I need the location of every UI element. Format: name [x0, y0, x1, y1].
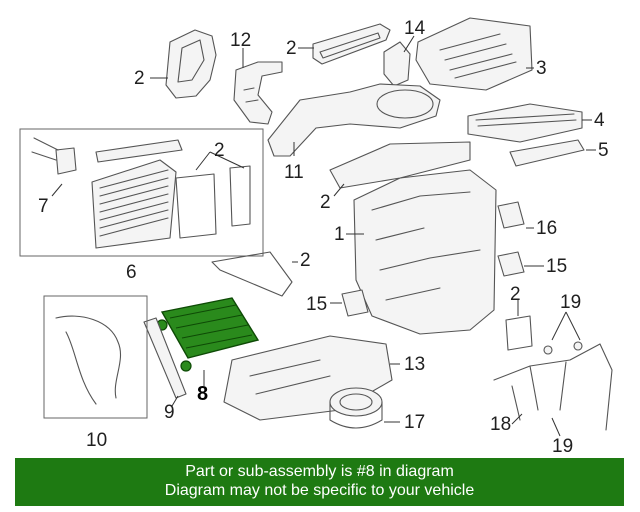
callout-13: 13 — [404, 354, 425, 375]
banner-line-2: Diagram may not be specific to your vehi… — [164, 482, 475, 499]
evaporator-seal-part[interactable] — [175, 165, 251, 239]
cabin-filter-part[interactable] — [467, 103, 583, 143]
heater-pipes-box — [43, 295, 148, 419]
callout-10: 10 — [86, 430, 107, 451]
callout-12: 12 — [230, 30, 251, 51]
seal-part[interactable] — [165, 29, 217, 99]
callout-14: 14 — [404, 18, 426, 39]
actuator-15-right-part[interactable] — [497, 251, 525, 277]
bracket-part[interactable] — [233, 61, 283, 125]
callout-19-bottom: 19 — [552, 436, 573, 457]
actuator-15-left-part[interactable] — [341, 289, 369, 317]
duct-part[interactable] — [267, 83, 441, 157]
callout-5: 5 — [598, 140, 609, 161]
expansion-valve-part[interactable] — [31, 137, 77, 175]
actuator-16-part[interactable] — [497, 201, 525, 229]
callout-2-evap: 2 — [214, 140, 225, 161]
case-section-part[interactable] — [415, 17, 533, 91]
info-banner: Part or sub-assembly is #8 in diagram Di… — [15, 458, 624, 506]
callout-2-seal: 2 — [134, 68, 145, 89]
banner-line-1: Part or sub-assembly is #8 in diagram — [185, 463, 454, 480]
callout-7: 7 — [38, 196, 49, 217]
callout-15-right: 15 — [546, 256, 567, 277]
callout-2-cover: 2 — [320, 192, 331, 213]
top-cover-part[interactable] — [329, 141, 471, 189]
evaporator-kit-box — [19, 128, 264, 257]
callout-2-long: 2 — [300, 250, 311, 271]
evaporator-part[interactable] — [91, 139, 183, 249]
hvac-case-part[interactable] — [353, 169, 497, 335]
callout-6: 6 — [126, 262, 137, 283]
callout-15-left: 15 — [306, 294, 327, 315]
wiring-harness-part[interactable] — [493, 341, 613, 431]
callout-8: 8 — [197, 383, 208, 405]
small-gasket-part[interactable] — [505, 315, 533, 351]
callout-9: 9 — [164, 402, 175, 423]
bracket-5-part[interactable] — [509, 139, 585, 167]
callout-19-top: 19 — [560, 292, 581, 313]
callout-17: 17 — [404, 412, 425, 433]
callout-2-small: 2 — [510, 284, 521, 305]
gasket-part[interactable] — [312, 23, 391, 65]
pipe-bracket-part[interactable] — [143, 317, 187, 399]
callout-16: 16 — [536, 218, 557, 239]
callout-labels: 2 12 2 14 3 4 5 11 2 1 16 15 15 13 17 8 … — [38, 18, 609, 457]
callout-3: 3 — [536, 58, 547, 79]
long-gasket-part[interactable] — [211, 251, 293, 297]
blower-motor-part[interactable] — [329, 387, 383, 429]
leader-lines — [51, 35, 596, 437]
heater-core-part[interactable] — [156, 297, 260, 372]
callout-2-gasket: 2 — [286, 38, 297, 59]
callout-11: 11 — [284, 162, 304, 183]
callout-4: 4 — [594, 110, 605, 131]
callout-1: 1 — [334, 224, 345, 245]
actuator-part[interactable] — [383, 41, 411, 87]
heater-pipes-part[interactable] — [55, 315, 122, 405]
callout-18: 18 — [490, 414, 511, 435]
